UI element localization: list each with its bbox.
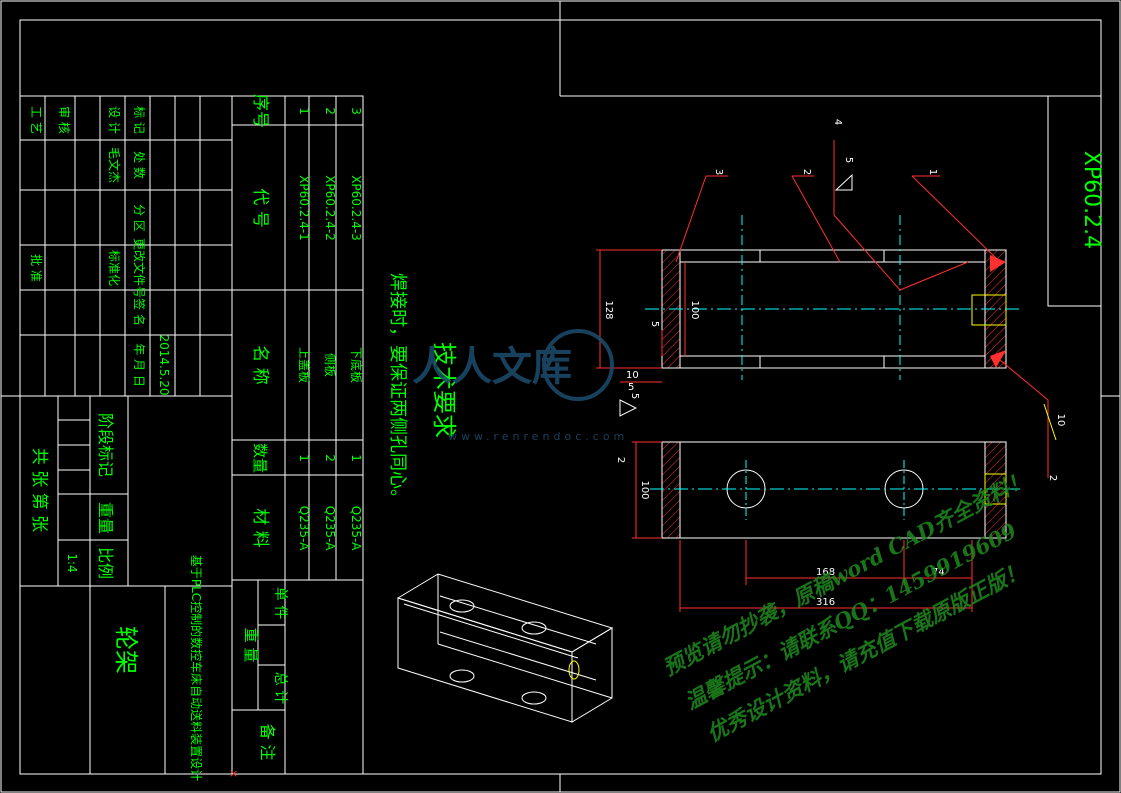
project-name: 基于PLC控制的数控车床自动送料装置设计 [189,555,204,781]
label-mark: 标 记 [132,106,146,134]
bom-row1-material: Q235-A [297,506,311,551]
dim-100-front: 100 [689,300,700,319]
iso-hole-yellow [568,660,580,680]
dim-10: 10 [626,370,639,381]
tech-req-text: 焊接时，要保证两侧孔同心。 [387,273,408,507]
sheets-label: 共 张 第 张 [29,448,49,532]
bom-row3-code: XP60.2.4-3 [349,175,363,241]
dim-316: 316 [816,597,835,608]
bom-header-remark: 备 注 [258,723,277,760]
label-approve: 批 准 [29,254,44,282]
balloon-2: 2 [801,169,812,175]
tech-req-title: 技术要求 [430,342,458,438]
bom-row2-material: Q235-A [323,506,337,551]
label-standard: 标准化 [107,250,121,286]
dim-100-top: 100 [639,480,650,499]
bom-header-seq: 序号 [250,94,270,128]
dim-10-right: 10 [1055,414,1066,427]
stage-label: 阶段标记 [96,413,115,477]
balloon-1: 1 [927,169,938,175]
origin-cross-icon: × [229,767,238,780]
bom-header-name: 名 称 [250,345,270,384]
isometric-view [396,573,614,723]
bom-row2-seq: 2 [323,107,337,115]
drawing-date: 2014.5.20 [157,334,171,395]
bom-header-unit: 单 件 [272,587,288,619]
dim-5-front: 5 [649,321,660,327]
label-design: 设 计 [107,106,121,134]
drawing-name: 轮架 [112,626,140,674]
top-view [650,441,1020,539]
dim-5-gap: 5 [628,382,634,393]
dimension-labels: 128 100 5 10 5 100 168 74 316 10 [603,300,1066,608]
weld-5: 5 [843,157,854,163]
label-zone: 分 区 [132,204,146,232]
bom-header-code: 代 号 [250,188,270,227]
title-block [19,95,364,775]
weld-2: 2 [615,457,626,463]
label-date: 年 月 日 [132,343,146,387]
label-review: 审 核 [57,106,72,134]
bom-header-material: 材 料 [250,508,270,547]
leader-lines [675,140,1049,478]
bom-row1-qty: 1 [297,454,311,462]
scale-value: 1:4 [65,553,79,572]
watermark: 人人文库 www.renrendoc.com 预览请勿抄袭，原稿word CAD… [412,329,1033,747]
scale-label: 比例 [96,547,115,579]
bom-row3-material: Q235-A [349,506,363,551]
part-code-text: XP60.2.4 [1079,151,1104,249]
designer-name: 毛文杰 [107,147,122,183]
front-view [645,215,1020,380]
bom-row2-code: XP60.2.4-2 [323,175,337,241]
dim-168: 168 [816,567,835,578]
title-block-labels: 工 艺 审 核 批 准 设 计 标 记 毛文杰 标准化 处 数 分 区 更改文件… [29,106,204,781]
part-balloons: 1 2 3 4 [713,119,938,175]
label-count: 处 数 [132,151,147,179]
bom-row1-seq: 1 [297,107,311,115]
watermark-url: www.renrendoc.com [448,430,628,443]
balloon-3: 3 [713,169,724,175]
watermark-line2: 温馨提示：请联系QQ：1459919609 [681,518,1021,715]
dimension-lines [596,249,973,612]
watermark-logo-text: 人人文库 [412,343,572,390]
bom-header-total: 总 计 [272,672,288,704]
watermark-logo-icon [542,329,614,401]
weld-5b: 5 [629,393,640,399]
label-change-doc: 更改文件号 [132,238,147,298]
part-code-box [1047,95,1102,307]
dim-74: 74 [932,567,945,578]
weight-label: 重量 [96,502,115,534]
watermark-line3: 优秀设计资料，请充值下载原版正版！ [703,557,1030,747]
weld-symbols: 5 2 5 2 [615,157,1058,481]
bom-header-weight: 重 量 [242,628,260,663]
bom-row3-seq: 3 [349,107,363,115]
inner-border [19,19,1102,775]
bom-row1-code: XP60.2.4-1 [297,175,311,241]
label-process: 工 艺 [29,106,43,134]
bom-row1-name: 上盖板 [297,347,311,383]
bom-header-qty: 数量 [251,443,269,473]
bom-table: 序号 代 号 名 称 数量 材 料 重 量 单 件 总 计 备 注 3 XP60… [242,94,364,761]
bom-row3-qty: 1 [349,454,363,462]
bom-row2-qty: 2 [323,454,337,462]
bom-row3-name: 下底板 [349,347,364,383]
balloon-4: 4 [832,119,843,125]
weld-2b: 2 [1047,475,1058,481]
dim-128: 128 [603,300,614,319]
bom-row2-name: 侧板 [323,353,337,377]
label-sign: 签 名 [132,298,147,326]
